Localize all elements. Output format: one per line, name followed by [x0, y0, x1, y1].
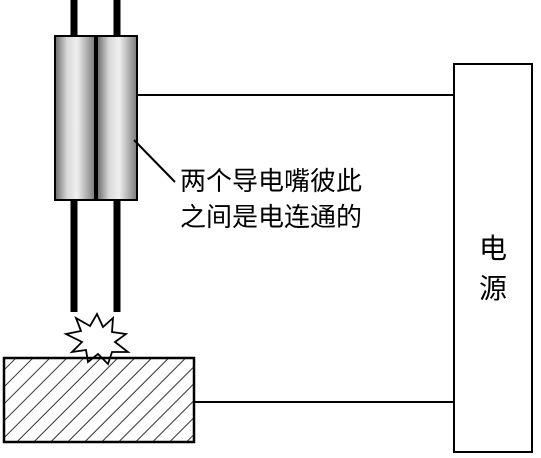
contact-nozzle-right [96, 35, 138, 201]
contact-nozzle-left [54, 35, 96, 201]
spark-burst-icon [63, 312, 131, 366]
workpiece [2, 356, 196, 444]
power-source-box [453, 63, 533, 453]
annotation-line-1: 两个导电嘴彼此 [180, 167, 362, 197]
annotation-line-2: 之间是电连通的 [180, 203, 362, 233]
power-source-label-char-1: 电 [479, 232, 507, 265]
annotation-leader-line [133, 139, 176, 183]
power-source-label-char-2: 源 [479, 272, 507, 305]
